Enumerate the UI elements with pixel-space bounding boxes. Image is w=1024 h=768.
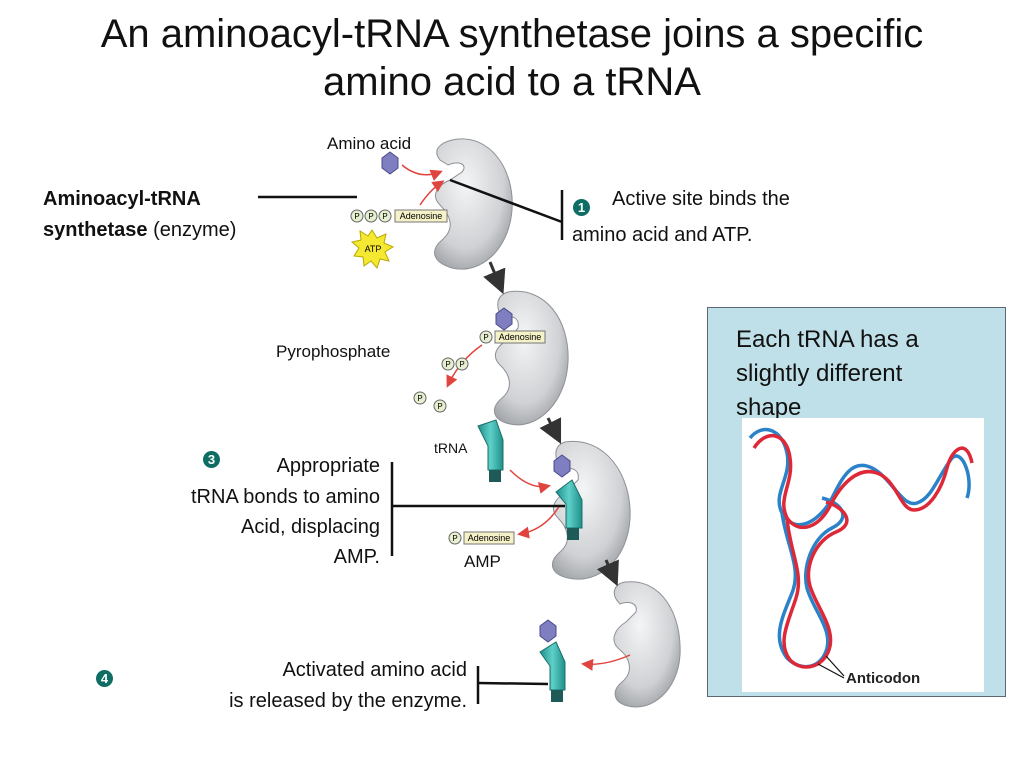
info-line-2: slightly different xyxy=(736,360,903,387)
phosphate-text-2: P xyxy=(483,333,488,342)
anticodon-pointer-1 xyxy=(825,655,845,677)
adenosine-box-1 xyxy=(394,209,448,223)
anticodon-label: Anticodon xyxy=(846,670,920,687)
amino-acid-arrow xyxy=(401,164,443,181)
step3-line1: Appropriate xyxy=(276,455,380,477)
trna-arrow xyxy=(509,469,551,494)
adenosine-box-2 xyxy=(494,330,546,344)
enzyme-shape-1 xyxy=(434,138,513,270)
step3-line4: AMP. xyxy=(333,546,380,568)
info-line-3: shape xyxy=(736,394,802,421)
amino-acid-hexagon-4 xyxy=(539,619,557,643)
atp-arrow xyxy=(419,180,445,206)
adenosine-text-2: Adenosine xyxy=(499,332,542,342)
phosphate-text-amp: P xyxy=(452,534,457,543)
step1-line1: Active site binds the xyxy=(612,188,790,210)
amino-acid-label: Amino acid xyxy=(327,134,412,153)
atp-text: ATP xyxy=(365,244,382,254)
enzyme-label-line2: synthetase (enzyme) xyxy=(43,217,236,244)
step1-leader-line xyxy=(449,178,563,224)
step3-line3: Acid, displacing xyxy=(241,516,380,538)
phosphate-text-1a: P xyxy=(354,212,359,221)
pyro-phosphate-text-c: P xyxy=(417,394,422,403)
enzyme-label-line1: Aminoacyl-tRNA xyxy=(43,188,201,210)
step4-badge: 4 xyxy=(96,670,113,687)
title-line-1: An aminoacyl-tRNA synthetase joins a spe… xyxy=(100,12,924,56)
trna-backbone-red xyxy=(752,433,974,669)
enzyme-shape-4 xyxy=(613,581,681,708)
amp-label: AMP xyxy=(464,552,501,571)
pyro-phosphate-c xyxy=(413,391,427,405)
trna-bound xyxy=(555,479,583,540)
step4-leader-line xyxy=(477,681,549,686)
phosphate-2 xyxy=(479,330,493,344)
phosphate-1b xyxy=(364,209,378,223)
pyro-phosphate-d xyxy=(433,399,447,413)
pyro-phosphate-b xyxy=(455,357,469,371)
step-arrow-2 xyxy=(539,417,562,445)
trna-released xyxy=(539,641,566,702)
info-line-1: Each tRNA has a xyxy=(736,326,919,353)
step-arrow-1 xyxy=(483,261,506,295)
pyrophosphate-label: Pyrophosphate xyxy=(276,342,391,361)
release-arrow xyxy=(581,654,631,671)
amino-acid-hexagon-2 xyxy=(495,307,513,331)
adenosine-text-1: Adenosine xyxy=(400,211,443,221)
adenosine-text-amp: Adenosine xyxy=(468,533,511,543)
trna-label: tRNA xyxy=(434,440,468,456)
phosphate-1c xyxy=(378,209,392,223)
pyro-phosphate-text-b: P xyxy=(459,360,464,369)
trna-free xyxy=(477,419,504,482)
amino-acid-hexagon-1 xyxy=(381,151,399,175)
pyro-phosphate-a xyxy=(441,357,455,371)
atp-star xyxy=(350,229,395,269)
trna-overlay-svg: Anticodon xyxy=(748,427,974,687)
step1-badge: 1 xyxy=(573,199,590,216)
trna-backbone-blue xyxy=(748,427,971,669)
info-box-text: Each tRNA has a slightly different shape xyxy=(736,323,986,425)
step4-line1: Activated amino acid xyxy=(282,659,467,681)
trna-structure-panel: Anticodon xyxy=(742,418,984,692)
step4-line2: is released by the enzyme. xyxy=(229,690,467,712)
phosphate-text-1c: P xyxy=(382,212,387,221)
anticodon-pointer-2 xyxy=(817,663,845,679)
amino-acid-hexagon-3 xyxy=(553,454,571,478)
step3-badge: 3 xyxy=(203,451,220,468)
page-title: An aminoacyl-tRNA synthetase joins a spe… xyxy=(0,10,1024,106)
step3-line2: tRNA bonds to amino xyxy=(191,486,380,508)
adenosine-box-amp xyxy=(463,531,515,545)
title-line-2: amino acid to a tRNA xyxy=(323,60,701,104)
pyro-phosphate-text-a: P xyxy=(445,360,450,369)
phosphate-amp xyxy=(448,531,462,545)
enzyme-label-bold: synthetase xyxy=(43,219,148,241)
enzyme-label-suffix: (enzyme) xyxy=(153,219,237,241)
pyro-phosphate-text-d: P xyxy=(437,402,442,411)
step1-line2: amino acid and ATP. xyxy=(572,224,753,246)
phosphate-text-1b: P xyxy=(368,212,373,221)
amp-arrow xyxy=(517,504,561,539)
phosphate-1a xyxy=(350,209,364,223)
step-arrow-3 xyxy=(596,559,619,587)
